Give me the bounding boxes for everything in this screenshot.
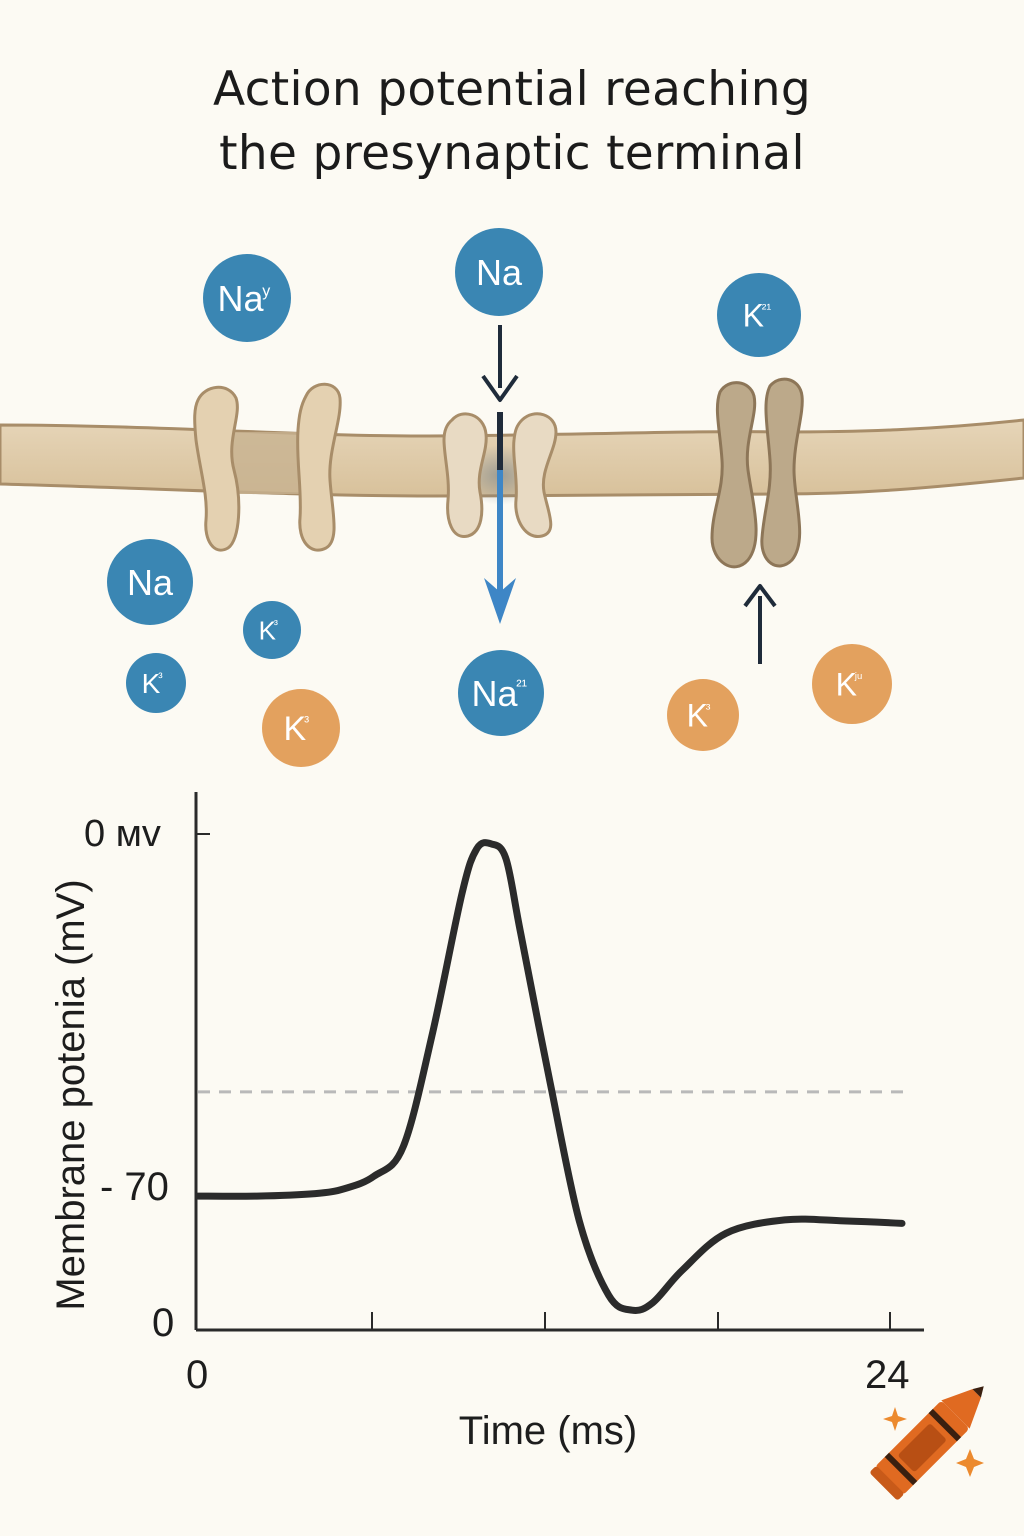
ion-charge-label: ²¹	[516, 678, 527, 695]
sparkle-icon	[956, 1449, 984, 1477]
potassium-ion: K³	[667, 679, 739, 751]
ion-label: K	[284, 710, 307, 748]
ion-circle	[458, 650, 544, 736]
ion-label: Na	[127, 562, 174, 603]
ion-label: Na	[472, 673, 519, 714]
potassium-efflux-arrow	[743, 584, 777, 664]
sodium-ion: Nay	[203, 254, 291, 342]
ion-circle	[667, 679, 739, 751]
sodium-ion: Na	[107, 539, 193, 625]
x-tick-label-end: 24	[865, 1353, 910, 1397]
ion-charge-label: ³	[304, 713, 309, 730]
sodium-ion: K²¹	[717, 273, 801, 357]
potassium-ion: Kʲᵘ	[812, 644, 892, 724]
potassium-ion: K³	[262, 689, 340, 767]
y-axis-label: Membrane potenia (mV)	[49, 879, 93, 1310]
ion-circle	[203, 254, 291, 342]
action-potential-trace	[194, 839, 906, 1314]
potassium-channel	[710, 377, 804, 569]
ion-circle	[812, 644, 892, 724]
ion-charge-label: ²¹	[762, 300, 772, 316]
channel-protein-left	[193, 382, 342, 552]
membrane-potential-chart: 0 мv - 70 0 0 24 Time (ms) Membrane pote…	[49, 792, 924, 1453]
ion-circle	[243, 601, 301, 659]
ion-circle	[126, 653, 186, 713]
sodium-channel	[442, 412, 558, 538]
x-tick-label-start: 0	[186, 1353, 208, 1397]
sparkle-icon	[883, 1407, 907, 1431]
y-tick-label-rest: - 70	[100, 1165, 169, 1209]
ion-label: K	[743, 298, 764, 334]
ion-circle	[107, 539, 193, 625]
ion-charge-label: y	[262, 283, 270, 300]
ion-circle	[455, 228, 543, 316]
sodium-ion: Na	[455, 228, 543, 316]
ion-charge-label: ³	[158, 670, 163, 685]
ion-circle	[262, 689, 340, 767]
ion-label: K	[259, 615, 277, 645]
y-tick-label-bottom: 0	[152, 1301, 174, 1345]
crayon-logo	[870, 1386, 984, 1500]
page-title: Action potential reaching the presynapti…	[0, 58, 1024, 186]
title-line-2: the presynaptic terminal	[219, 126, 805, 181]
ion-label: Na	[218, 278, 265, 319]
ion-label: K	[687, 698, 708, 734]
ion-label: K	[836, 667, 857, 703]
x-axis-label: Time (ms)	[459, 1409, 637, 1453]
ion-label: Na	[476, 252, 523, 293]
sodium-influx-arrow	[481, 325, 519, 624]
sodium-ion: K³	[243, 601, 301, 659]
ion-circle	[717, 273, 801, 357]
ion-charge-label: ³	[706, 700, 711, 716]
ion-charge-label: ³	[274, 618, 278, 632]
title-line-1: Action potential reaching	[213, 62, 811, 117]
sodium-ion: K³	[126, 653, 186, 713]
ion-label: K	[142, 668, 161, 699]
y-tick-label-top: 0 мv	[84, 813, 161, 855]
ion-charge-label: ʲᵘ	[854, 669, 863, 685]
